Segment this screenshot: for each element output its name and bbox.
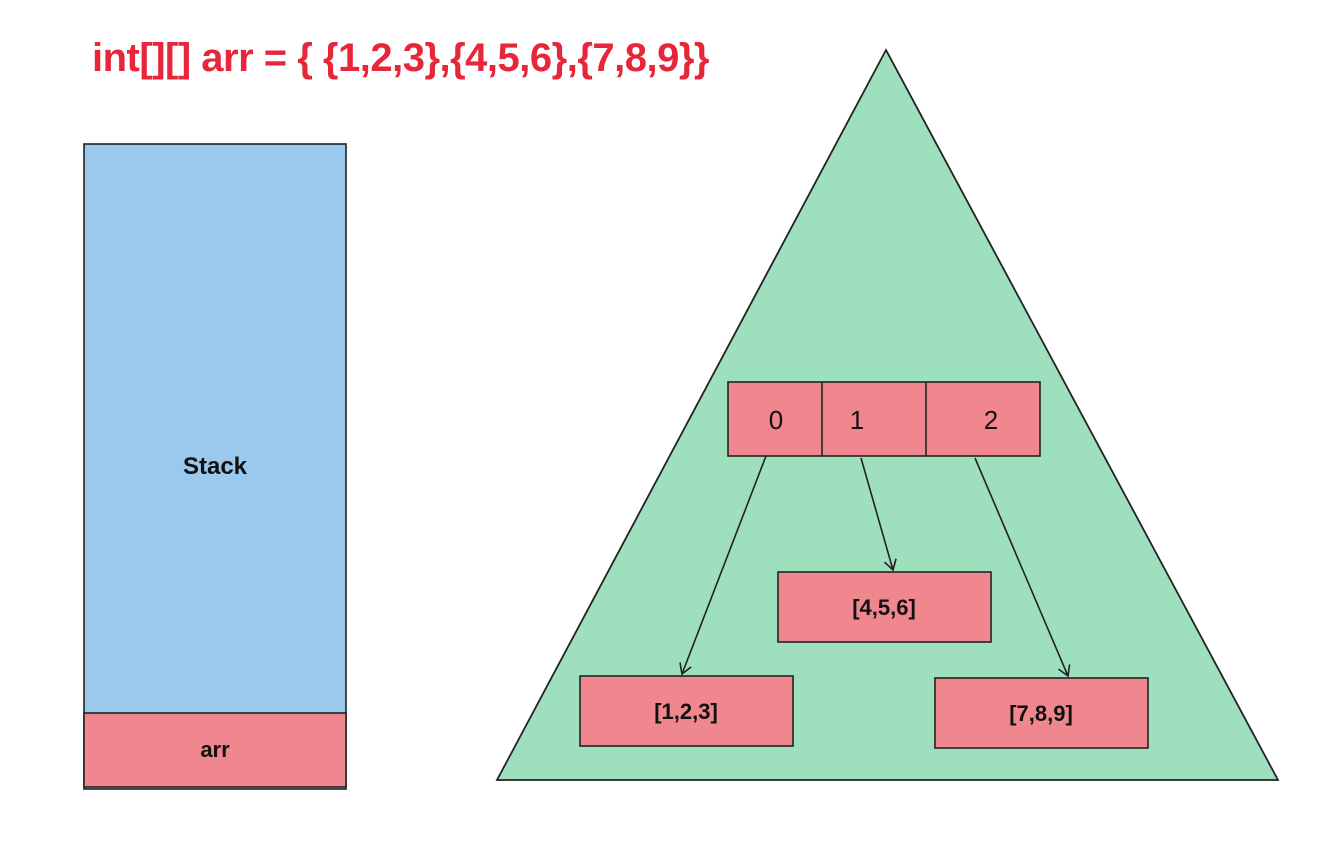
reference-arrow-0: [679, 455, 767, 676]
reference-arrow-2: [974, 457, 1071, 678]
heap-region: 0 1 2 [1,2,3] [4,5,6] [7,8,9]: [495, 48, 1280, 781]
reference-arrow-1: [860, 457, 897, 572]
code-declaration: int[][] arr = { {1,2,3},{4,5,6},{7,8,9}}: [92, 36, 710, 80]
index-label-0: 0: [769, 405, 783, 435]
stack-box: [83, 143, 347, 790]
row-array-box-1: [777, 571, 992, 643]
stack-frame: Stack arr: [83, 143, 347, 790]
row-array-label-0: [1,2,3]: [654, 699, 718, 724]
index-label-2: 2: [984, 405, 998, 435]
stack-variable-cell: [83, 712, 347, 788]
row-array-label-2: [7,8,9]: [1009, 701, 1073, 726]
row-array-label-1: [4,5,6]: [852, 595, 916, 620]
index-label-1: 1: [850, 405, 864, 435]
row-array-box-2: [934, 677, 1149, 749]
stack-variable-label: arr: [200, 737, 230, 762]
row-array-box-0: [579, 675, 794, 747]
stack-label: Stack: [183, 453, 248, 480]
outer-array-box: [727, 381, 1041, 457]
